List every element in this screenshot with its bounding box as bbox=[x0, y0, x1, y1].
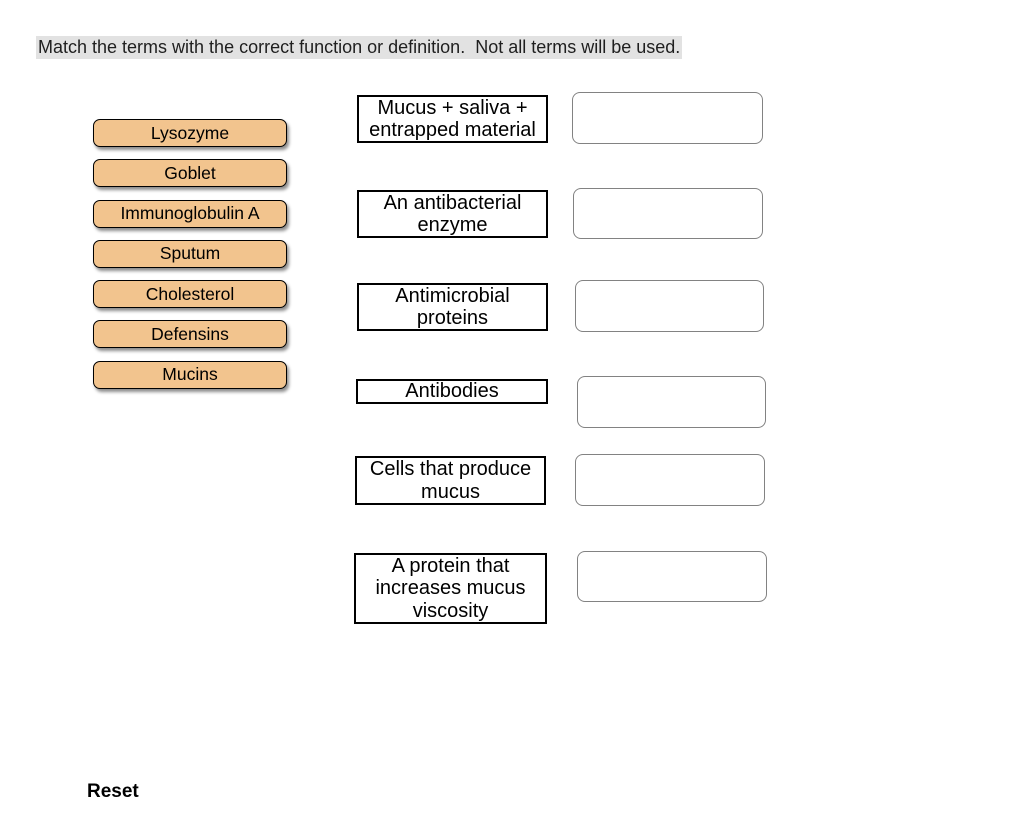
drop-slot-1[interactable] bbox=[572, 92, 763, 144]
definition-mucus-saliva-entrapped: Mucus + saliva + entrapped material bbox=[357, 95, 548, 143]
drop-slot-5[interactable] bbox=[575, 454, 765, 506]
reset-button[interactable]: Reset bbox=[87, 781, 139, 802]
term-chip-goblet[interactable]: Goblet bbox=[93, 159, 287, 188]
term-chip-lysozyme[interactable]: Lysozyme bbox=[93, 119, 287, 147]
term-chip-cholesterol[interactable]: Cholesterol bbox=[93, 280, 287, 309]
term-chip-immunoglobulin-a[interactable]: Immunoglobulin A bbox=[93, 199, 287, 228]
term-chip-sputum[interactable]: Sputum bbox=[93, 239, 287, 268]
definition-antibodies: Antibodies bbox=[356, 379, 548, 404]
definition-protein-mucus-viscosity: A protein that increases mucus viscosity bbox=[354, 553, 547, 624]
instruction-text: Match the terms with the correct functio… bbox=[36, 36, 683, 59]
drop-slot-3[interactable] bbox=[575, 280, 764, 332]
definition-antimicrobial-proteins: Antimicrobial proteins bbox=[357, 283, 548, 331]
drop-slot-6[interactable] bbox=[577, 551, 767, 602]
drop-slot-2[interactable] bbox=[573, 188, 763, 239]
definition-cells-produce-mucus: Cells that produce mucus bbox=[355, 456, 546, 505]
term-chip-mucins[interactable]: Mucins bbox=[93, 360, 287, 389]
definition-antibacterial-enzyme: An antibacterial enzyme bbox=[357, 190, 548, 238]
term-bank: Lysozyme Goblet Immunoglobulin A Sputum … bbox=[93, 119, 287, 389]
term-chip-defensins[interactable]: Defensins bbox=[93, 320, 287, 349]
drop-slot-4[interactable] bbox=[577, 376, 766, 428]
